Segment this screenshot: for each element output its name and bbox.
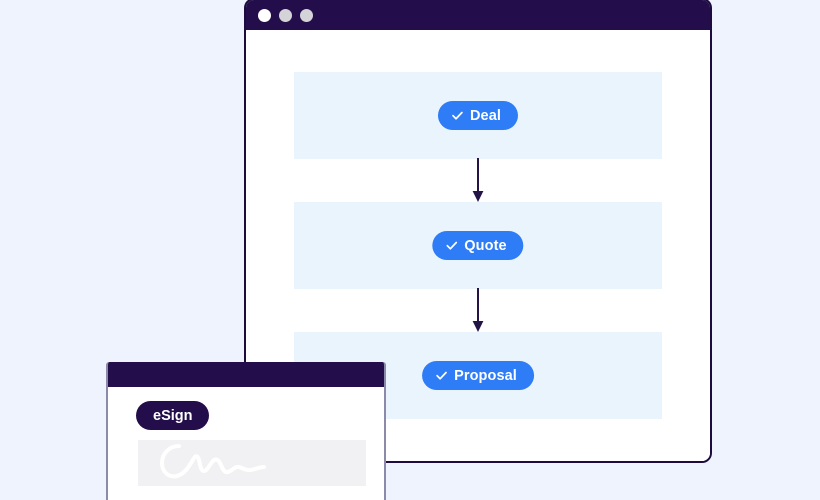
- signature-field[interactable]: [138, 440, 366, 486]
- workflow-window-titlebar: [246, 0, 710, 30]
- esign-window-titlebar: [108, 362, 384, 387]
- check-icon: [436, 371, 447, 380]
- maximize-dot[interactable]: [300, 8, 313, 22]
- esign-badge[interactable]: eSign: [136, 401, 210, 430]
- signature-scribble-icon: [160, 444, 266, 479]
- minimize-dot[interactable]: [279, 8, 292, 22]
- esign-window-body: eSign: [108, 387, 384, 500]
- stage-badge-quote[interactable]: Quote: [432, 231, 524, 260]
- stage-badge-deal[interactable]: Deal: [437, 101, 519, 130]
- stage-badge-deal-label: Deal: [469, 107, 502, 124]
- esign-window: eSign: [106, 362, 386, 500]
- check-icon: [446, 241, 458, 250]
- check-icon: [452, 111, 463, 120]
- stage-badge-proposal-label: Proposal: [454, 367, 517, 384]
- arrow-quote-to-proposal: [472, 288, 484, 332]
- esign-badge-label: eSign: [153, 407, 193, 424]
- stage-badge-quote-label: Quote: [464, 237, 507, 254]
- stage-badge-proposal[interactable]: Proposal: [422, 361, 534, 390]
- close-dot[interactable]: [258, 8, 271, 22]
- arrow-deal-to-quote: [472, 158, 484, 202]
